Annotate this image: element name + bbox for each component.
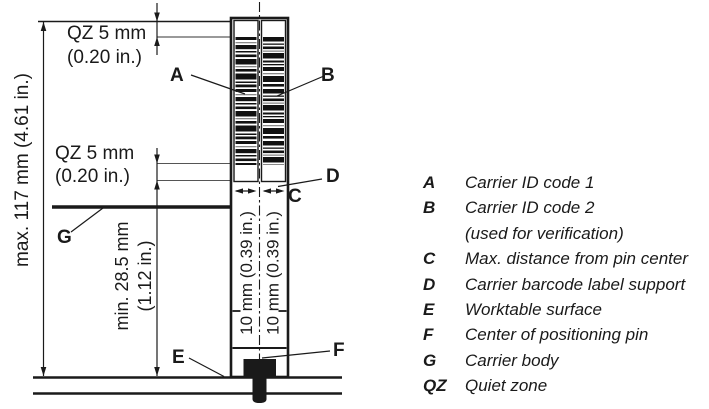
- arrow-up-icon: [154, 180, 160, 190]
- callout-d: D: [326, 166, 340, 187]
- arrow-down-icon: [154, 154, 160, 164]
- legend: A Carrier ID code 1 B Carrier ID code 2 …: [423, 170, 707, 399]
- quiet-zone-bottom-value-in: (0.20 in.): [55, 166, 130, 187]
- legend-label-main: Carrier ID code 2: [465, 198, 595, 218]
- arrow-up-icon: [40, 22, 47, 31]
- label-width-left-value: 10 mm (0.39 in.): [237, 211, 256, 335]
- min-clearance-value: min. 28.5 mm: [112, 221, 132, 330]
- reference-lines: [33, 20, 342, 395]
- leader-d: [277, 178, 323, 188]
- legend-label: Worktable surface: [465, 300, 602, 320]
- quiet-zone-bottom-value: QZ 5 mm: [55, 143, 134, 164]
- quiet-zone-top-value-in: (0.20 in.): [67, 47, 142, 68]
- legend-key: F: [423, 325, 434, 345]
- barcode-stripes-right: [263, 37, 284, 165]
- legend-item-qz: QZ Quiet zone: [423, 373, 707, 398]
- callout-c: C: [288, 186, 302, 207]
- legend-key: C: [423, 249, 436, 269]
- arrow-down-icon: [154, 367, 160, 376]
- callout-a: A: [170, 65, 184, 86]
- legend-label: Center of positioning pin: [465, 325, 649, 345]
- callout-g: G: [57, 227, 72, 248]
- leader-lines: [70, 74, 331, 378]
- leader-e: [188, 357, 225, 378]
- arrow-down-icon: [154, 12, 160, 22]
- carrier-column: [229, 2, 290, 403]
- legend-key: E: [423, 300, 435, 320]
- quiet-zone-top-value: QZ 5 mm: [67, 23, 146, 44]
- arrow-down-icon: [40, 367, 47, 376]
- leader-a: [190, 74, 246, 95]
- legend-item-d: D Carrier barcode label support: [423, 272, 707, 297]
- leader-g: [70, 207, 104, 233]
- min-clearance-value-in: (1.12 in.): [135, 240, 155, 311]
- legend-key: D: [423, 274, 436, 294]
- legend-label: Quiet zone: [465, 376, 548, 396]
- arrow-left-icon: [262, 188, 271, 194]
- legend-label-note: (used for verification): [465, 223, 624, 243]
- arrow-up-icon: [154, 37, 160, 46]
- legend-label: Carrier ID code 2 (used for verification…: [465, 195, 707, 246]
- legend-key: G: [423, 350, 437, 370]
- positioning-pin: [243, 359, 276, 403]
- leader-b: [276, 75, 325, 97]
- callout-e: E: [172, 347, 185, 368]
- overall-height-value: max. 117 mm (4.61 in.): [12, 73, 33, 267]
- legend-label: Carrier barcode label support: [465, 274, 686, 294]
- legend-label: Max. distance from pin center: [465, 249, 688, 269]
- arrow-right-icon: [248, 188, 257, 194]
- legend-label: Carrier ID code 1: [465, 173, 595, 192]
- arrow-left-icon: [234, 188, 243, 194]
- callout-f: F: [333, 340, 345, 361]
- legend-item-e: E Worktable surface: [423, 297, 707, 322]
- barcode-stripes-left: [235, 37, 257, 165]
- legend-item-f: F Center of positioning pin: [423, 322, 707, 347]
- dimension-arrowheads: [40, 12, 285, 376]
- leader-f: [261, 350, 331, 359]
- legend-key: A: [423, 173, 436, 192]
- legend-key: B: [423, 198, 436, 218]
- callout-b: B: [321, 65, 335, 86]
- arrow-right-icon: [276, 188, 285, 194]
- legend-item-a: A Carrier ID code 1: [423, 170, 707, 195]
- legend-label: Carrier body: [465, 350, 559, 370]
- legend-item-c: C Max. distance from pin center: [423, 246, 707, 271]
- legend-key: QZ: [423, 376, 447, 396]
- label-width-right-value: 10 mm (0.39 in.): [264, 211, 283, 335]
- legend-item-g: G Carrier body: [423, 348, 707, 373]
- legend-item-b: B Carrier ID code 2 (used for verificati…: [423, 195, 707, 246]
